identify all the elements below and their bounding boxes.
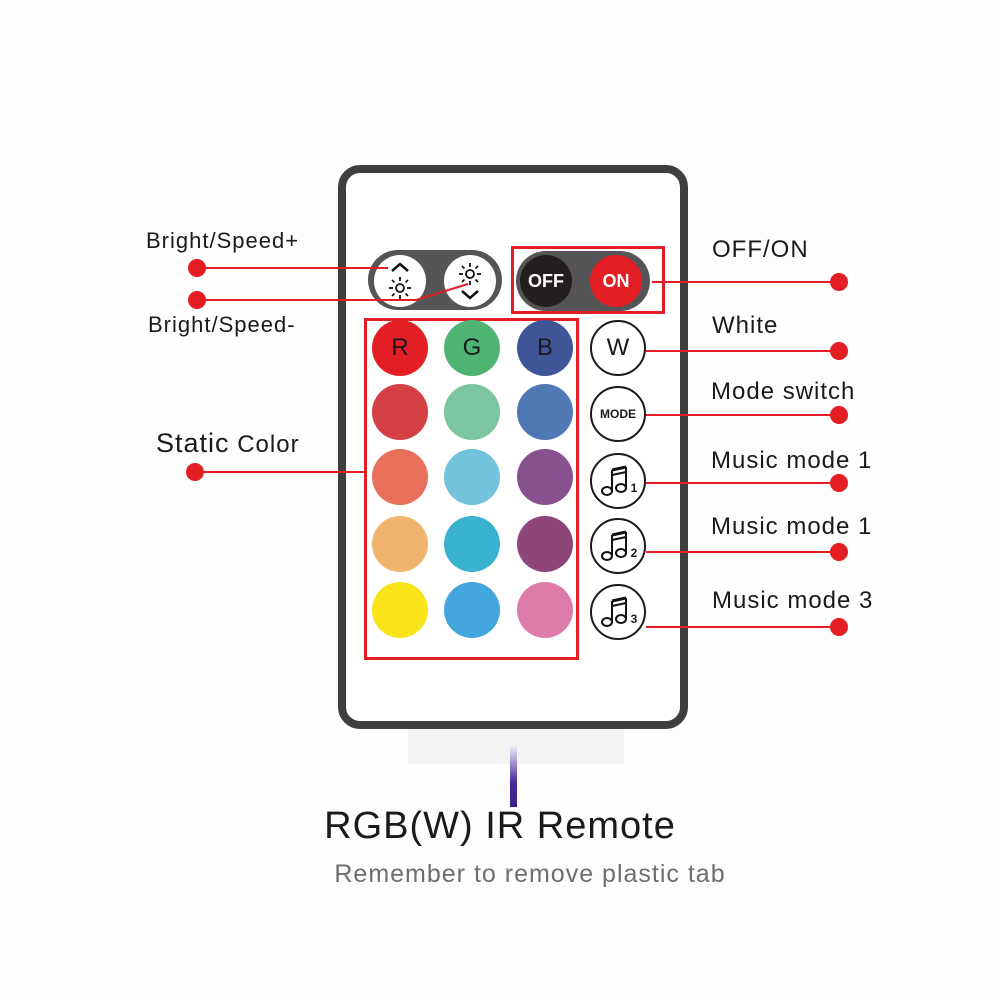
static-color-highlight <box>364 318 579 660</box>
product-title: RGB(W) IR Remote <box>324 805 676 847</box>
callout-line-bright-up <box>196 267 388 269</box>
brightness-up-icon <box>389 262 411 299</box>
label-bright-down: Bright/Speed- <box>148 312 296 337</box>
callout-line-mode <box>646 414 838 416</box>
callout-line-music3 <box>646 626 838 628</box>
callout-dot-music2 <box>830 543 848 561</box>
callout-dot-mode <box>830 406 848 424</box>
music-mode-1-button[interactable]: 1 <box>590 453 646 509</box>
on-label: ON <box>602 270 630 291</box>
color-button[interactable] <box>372 516 428 572</box>
ir-beam <box>510 745 517 807</box>
label-music-mode-2: Music mode 1 <box>711 513 873 540</box>
callout-line-bright-down <box>196 283 469 301</box>
on-button[interactable]: ON <box>590 255 642 307</box>
color-button-label: R <box>391 334 409 361</box>
color-button[interactable] <box>517 516 573 572</box>
label-static-color: Static Color <box>156 428 300 459</box>
music-mode-3-number: 3 <box>630 612 638 626</box>
label-off-on: OFF/ON <box>712 236 809 263</box>
bright-down-button[interactable] <box>444 255 496 307</box>
label-static-color-b: Color <box>237 431 300 458</box>
color-button-r[interactable]: R <box>372 320 428 376</box>
label-bright-up: Bright/Speed+ <box>146 228 300 253</box>
color-button[interactable] <box>517 384 573 440</box>
music-mode-2-number: 2 <box>630 546 638 560</box>
callout-dot-music1 <box>830 474 848 492</box>
callout-dot-white <box>830 342 848 360</box>
callout-dot-music3 <box>830 618 848 636</box>
color-button[interactable] <box>444 384 500 440</box>
mode-label: MODE <box>600 407 636 421</box>
music-mode-2-button[interactable]: 2 <box>590 518 646 574</box>
callout-dot-bright-up <box>188 259 206 277</box>
white-button[interactable]: W <box>590 320 646 376</box>
callout-line-static-color <box>196 471 366 473</box>
mode-button[interactable]: MODE <box>590 386 646 442</box>
product-subtitle: Remember to remove plastic tab <box>334 860 726 888</box>
off-label: OFF <box>528 270 564 291</box>
brightness-down-icon <box>459 263 481 300</box>
callout-line-music2 <box>646 551 838 553</box>
color-button[interactable] <box>372 582 428 638</box>
label-white: White <box>712 312 779 339</box>
color-button-g[interactable]: G <box>444 320 500 376</box>
color-button-label: G <box>462 334 482 361</box>
color-button[interactable] <box>372 449 428 505</box>
music-note-icon <box>600 465 627 496</box>
white-label: W <box>606 334 630 361</box>
callout-line-white <box>646 350 838 352</box>
color-button-label: B <box>536 334 553 361</box>
callout-line-off-on <box>652 281 838 283</box>
music-mode-3-button[interactable]: 3 <box>590 584 646 640</box>
color-button[interactable] <box>444 582 500 638</box>
label-music-mode-3: Music mode 3 <box>712 587 874 614</box>
music-mode-1-number: 1 <box>630 481 638 495</box>
bright-up-button[interactable] <box>374 255 426 307</box>
callout-dot-static-color <box>186 463 204 481</box>
label-music-mode-1: Music mode 1 <box>711 447 873 474</box>
color-button[interactable] <box>517 582 573 638</box>
color-button-b[interactable]: B <box>517 320 573 376</box>
color-button[interactable] <box>444 516 500 572</box>
music-note-icon <box>600 596 627 627</box>
off-on-highlight <box>511 246 665 314</box>
label-mode-switch: Mode switch <box>711 378 856 405</box>
music-note-icon <box>600 530 627 561</box>
off-button[interactable]: OFF <box>520 255 572 307</box>
callout-dot-off-on <box>830 273 848 291</box>
color-button[interactable] <box>372 384 428 440</box>
callout-line-music1 <box>646 482 838 484</box>
color-button[interactable] <box>517 449 573 505</box>
label-static-color-a: Static <box>156 428 230 458</box>
callout-dot-bright-down <box>188 291 206 309</box>
color-button[interactable] <box>444 449 500 505</box>
